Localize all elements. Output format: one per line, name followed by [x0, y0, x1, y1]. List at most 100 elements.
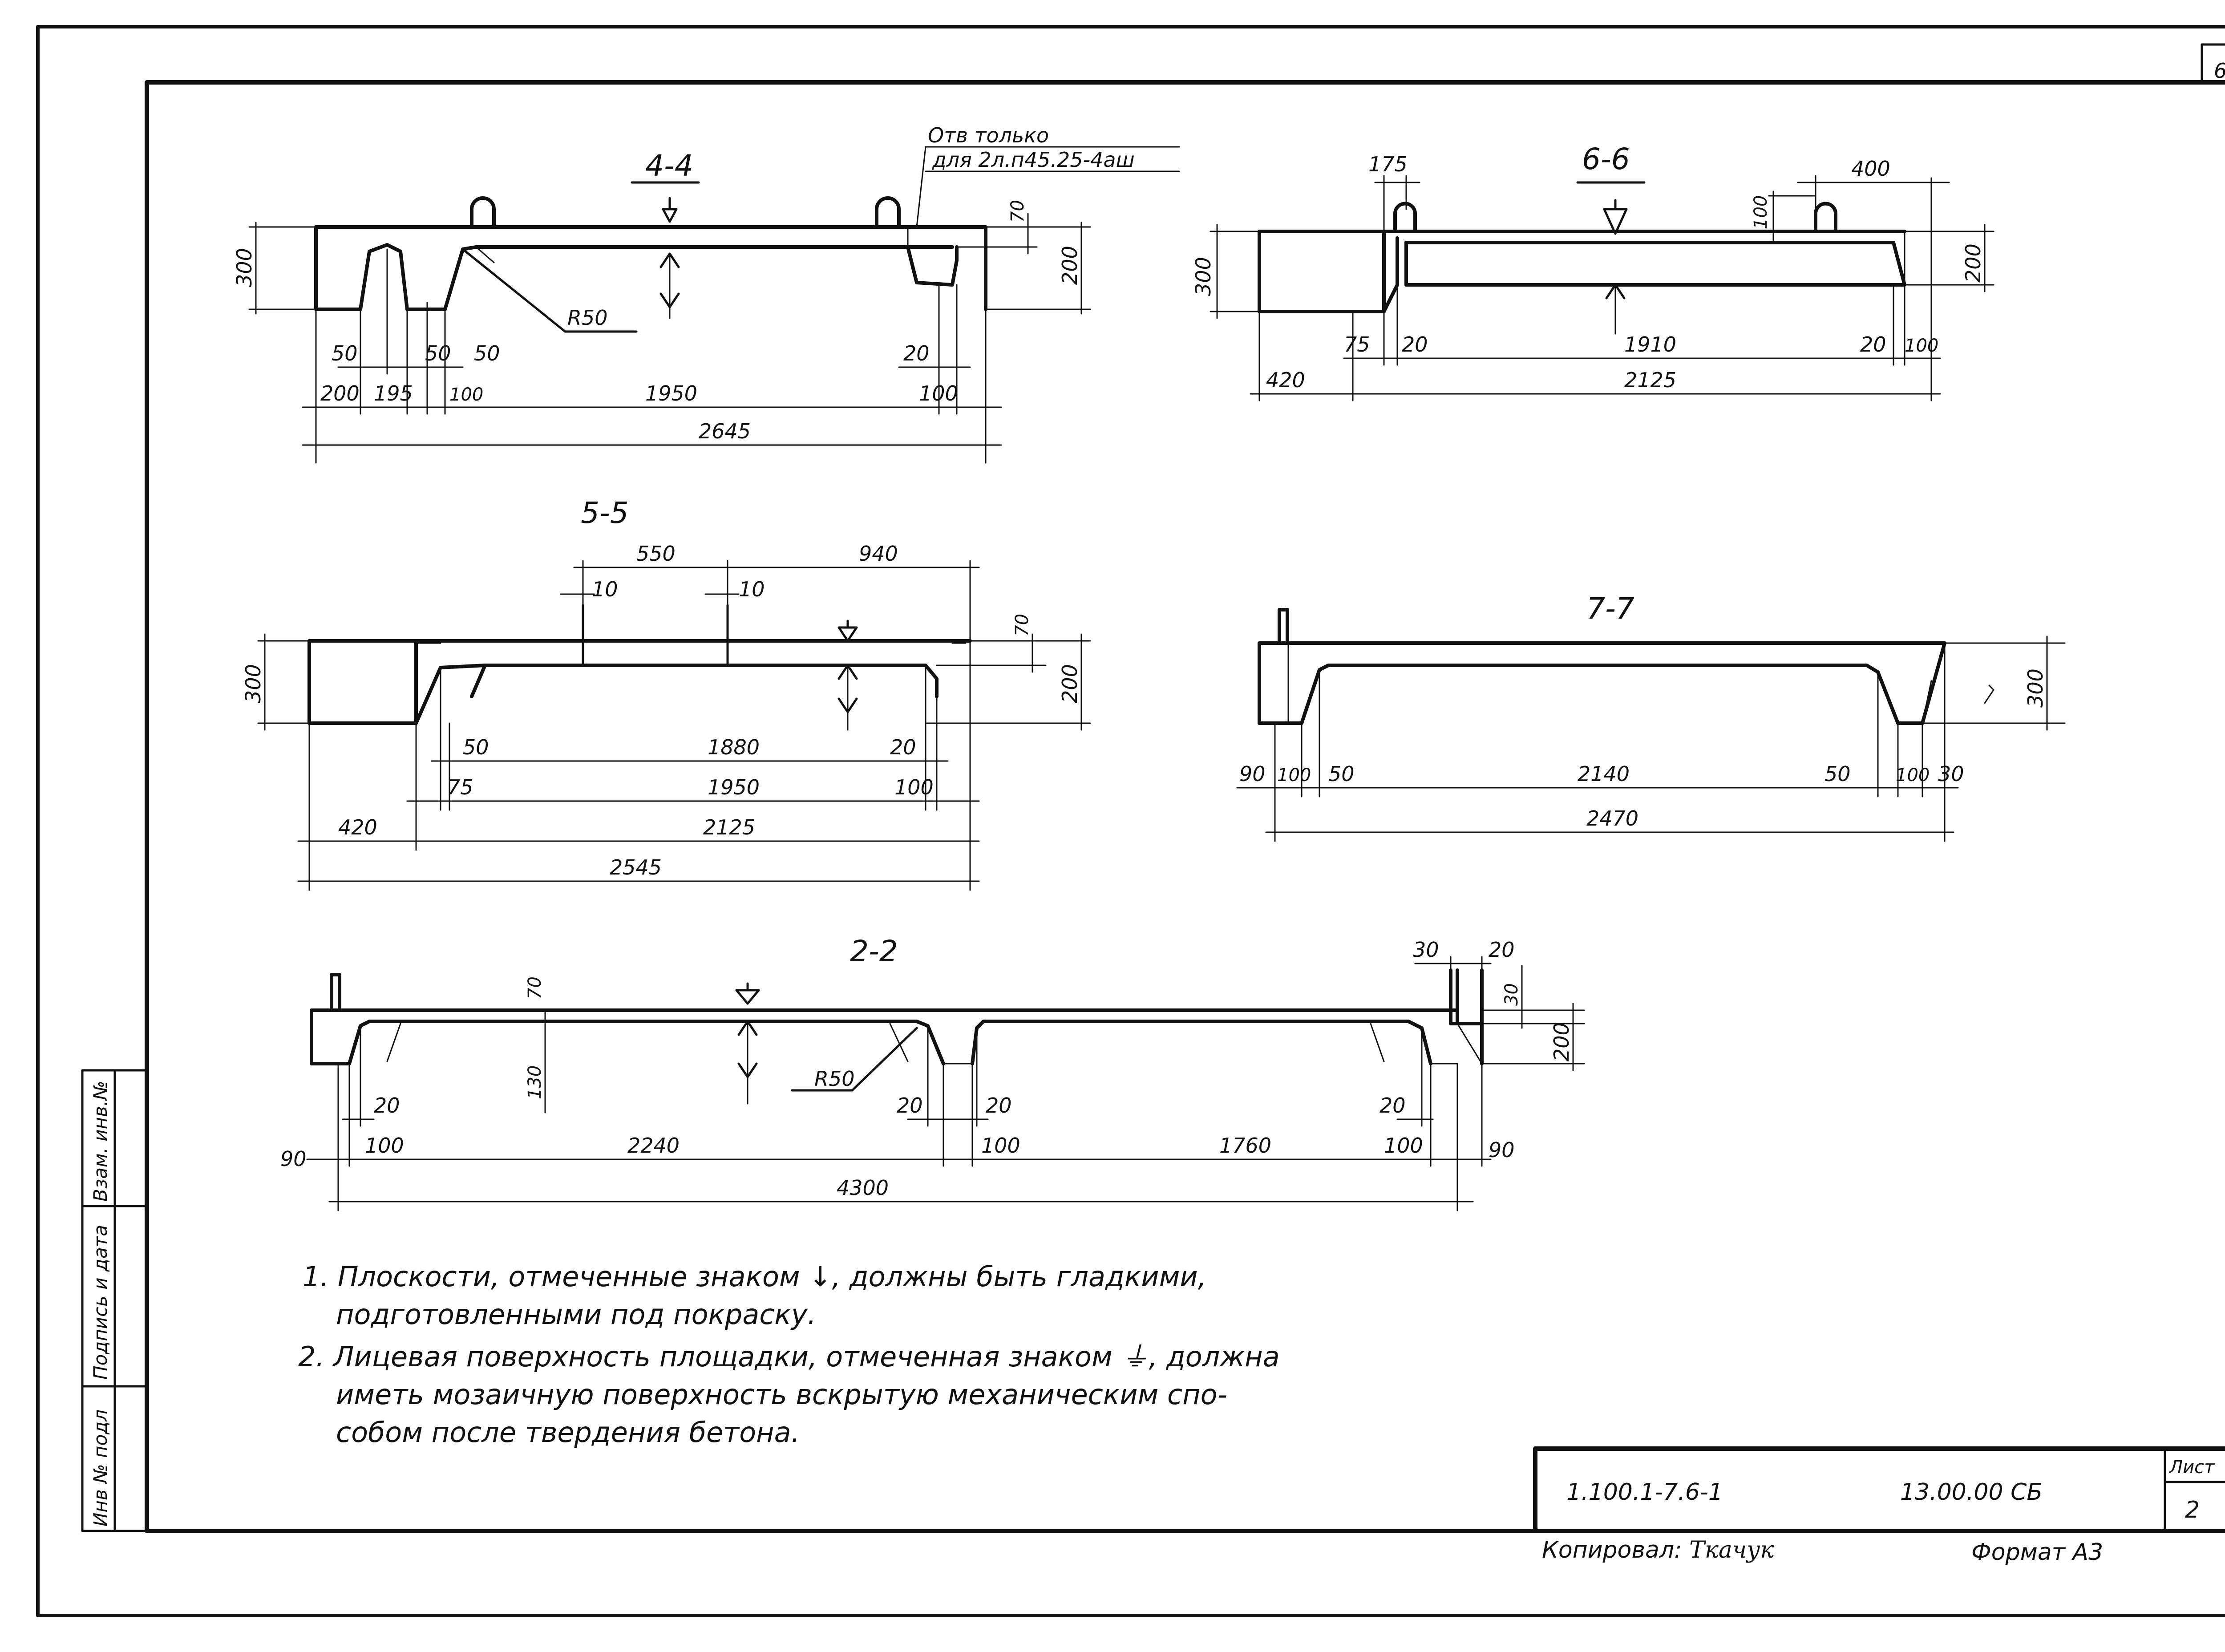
dim-22-90b: 90: [1489, 1138, 1515, 1162]
dim-22-100c: 100: [1384, 1134, 1423, 1158]
dim-77-100a: 100: [1277, 765, 1311, 786]
dim-44-50a: 50: [332, 341, 358, 365]
dim-77-30: 30: [1938, 762, 1964, 786]
dim-55-550: 550: [636, 542, 676, 566]
dim-66-200: 200: [1961, 243, 1985, 283]
dim-66-100v: 100: [1751, 195, 1771, 229]
section-6-6-body: [1258, 181, 1906, 335]
title-block-sheet-no: 2: [2185, 1497, 2200, 1523]
dim-44-100b: 100: [919, 381, 958, 405]
dim-55-10b: 10: [739, 577, 765, 601]
dim-44-50b: 50: [425, 341, 451, 365]
dim-77-100b: 100: [1896, 765, 1930, 786]
section-4-4: 4-4 Отв только для 2л.п45.25-4аш R50 300…: [232, 123, 1180, 464]
copier-signature: Ткачук: [1689, 1537, 1774, 1563]
notes: 1. Плоскости, отмеченные знаком ↓, должн…: [298, 1260, 1280, 1449]
dim-22-130: 130: [525, 1065, 545, 1099]
dim-55-1880: 1880: [708, 735, 760, 759]
dim-66-1910: 1910: [1624, 332, 1676, 356]
dim-55-420: 420: [338, 815, 377, 839]
section-2-2: 2-2 R50 70 130 30 20 30 200 20 20 20 20 …: [280, 934, 1585, 1211]
footer-copied-by: Копировал: Ткачук: [1542, 1537, 1774, 1563]
section-5-5-dimensions: [257, 560, 1091, 891]
section-6-6: 6-6 175 400 100 300 200 75 20 1910 20 10…: [1191, 142, 1994, 401]
section-7-7-dimensions: [1236, 636, 2066, 842]
dim-55-2545: 2545: [610, 855, 662, 879]
dim-66-400: 400: [1851, 157, 1890, 181]
section-5-5-body: [307, 604, 972, 731]
section-2-2-radius: R50: [814, 1067, 855, 1091]
sheet-frame: [36, 25, 2225, 1617]
dim-66-420: 420: [1266, 368, 1305, 392]
dim-55-2125: 2125: [703, 815, 755, 839]
dim-66-300: 300: [1191, 257, 1215, 296]
section-4-4-callout-line2: для 2л.п45.25-4аш: [932, 148, 1135, 172]
dim-44-50c: 50: [474, 341, 500, 365]
footer: Копировал: Ткачук Формат А3: [1542, 1537, 2103, 1566]
section-4-4-radius: R50: [567, 306, 608, 330]
dim-22-2240: 2240: [627, 1134, 680, 1158]
dim-22-20c: 20: [897, 1093, 923, 1118]
dim-55-70: 70: [1012, 614, 1032, 636]
dim-22-20a: 20: [1489, 938, 1515, 962]
note-2-line-2: иметь мозаичную поверхность вскрытую мех…: [336, 1378, 1227, 1411]
dim-22-1760: 1760: [1219, 1134, 1271, 1158]
dim-44-195: 195: [374, 381, 413, 405]
note-2-line-1: 2. Лицевая поверхность площадки, отмечен…: [298, 1340, 1280, 1373]
dim-55-10a: 10: [592, 577, 618, 601]
dim-55-300: 300: [241, 664, 265, 703]
dim-22-20b: 20: [374, 1093, 400, 1118]
section-4-4-body: [314, 146, 1180, 333]
dim-66-20b: 20: [1860, 332, 1886, 356]
dim-22-100a: 100: [365, 1134, 404, 1158]
section-4-4-title: 4-4: [645, 149, 693, 183]
dim-55-940: 940: [859, 542, 898, 566]
dim-22-200: 200: [1549, 1022, 1574, 1061]
section-2-2-dimensions: [306, 956, 1585, 1211]
dim-77-50a: 50: [1328, 762, 1355, 786]
dim-55-1950: 1950: [708, 775, 760, 799]
dim-44-300: 300: [232, 248, 256, 287]
title-block-sheet-label: Лист: [2168, 1457, 2215, 1478]
section-4-4-callout-line1: Отв только: [928, 123, 1049, 147]
footer-copied-by-label: Копировал:: [1542, 1537, 1689, 1563]
dim-66-2125: 2125: [1624, 368, 1676, 392]
side-sign-date: Подпись и дата: [89, 1225, 111, 1380]
dim-66-100: 100: [1905, 336, 1938, 356]
dim-22-20d: 20: [986, 1093, 1012, 1118]
dim-77-90: 90: [1239, 762, 1266, 786]
dim-44-1950: 1950: [645, 381, 697, 405]
dim-22-30v: 30: [1501, 983, 1522, 1006]
section-4-4-dimensions: [248, 213, 1091, 464]
dim-66-75: 75: [1344, 332, 1370, 356]
dim-66-20a: 20: [1402, 332, 1428, 356]
section-7-7-body: [1258, 608, 1946, 725]
dim-55-200: 200: [1058, 664, 1082, 703]
dim-22-4300: 4300: [837, 1176, 889, 1200]
section-5-5: 5-5 550 940 10 10 70 200 300 50 1880 20 …: [241, 496, 1091, 891]
sheet-number: 68: [2214, 59, 2225, 83]
dim-55-20: 20: [890, 735, 916, 759]
side-inv-orig: Инв № подл: [89, 1409, 111, 1526]
section-5-5-title: 5-5: [581, 496, 629, 530]
section-7-7-title: 7-7: [1586, 591, 1634, 626]
note-1-line-1: 1. Плоскости, отмеченные знаком ↓, должн…: [303, 1260, 1206, 1293]
dim-44-20: 20: [903, 341, 930, 365]
footer-format: Формат А3: [1971, 1539, 2103, 1566]
note-1-line-2: подготовленными под покраску.: [336, 1298, 816, 1331]
dim-77-2470: 2470: [1586, 806, 1638, 830]
dim-77-300: 300: [2023, 668, 2047, 708]
dim-66-175: 175: [1368, 152, 1408, 176]
dim-77-2140: 2140: [1578, 762, 1630, 786]
dim-55-50: 50: [463, 735, 489, 759]
dim-44-200: 200: [1058, 246, 1082, 285]
section-7-7: 7-7 300 90 100 50 2140 50 100 30 2470: [1236, 591, 2066, 842]
side-stamp: [81, 1069, 148, 1532]
title-block-designation: 13.00.00 СБ: [1900, 1479, 2043, 1506]
dim-44-2645: 2645: [699, 419, 751, 443]
dim-22-20e: 20: [1380, 1093, 1406, 1118]
dim-55-100: 100: [894, 775, 934, 799]
dim-22-100b: 100: [981, 1134, 1020, 1158]
section-2-2-title: 2-2: [850, 934, 898, 968]
